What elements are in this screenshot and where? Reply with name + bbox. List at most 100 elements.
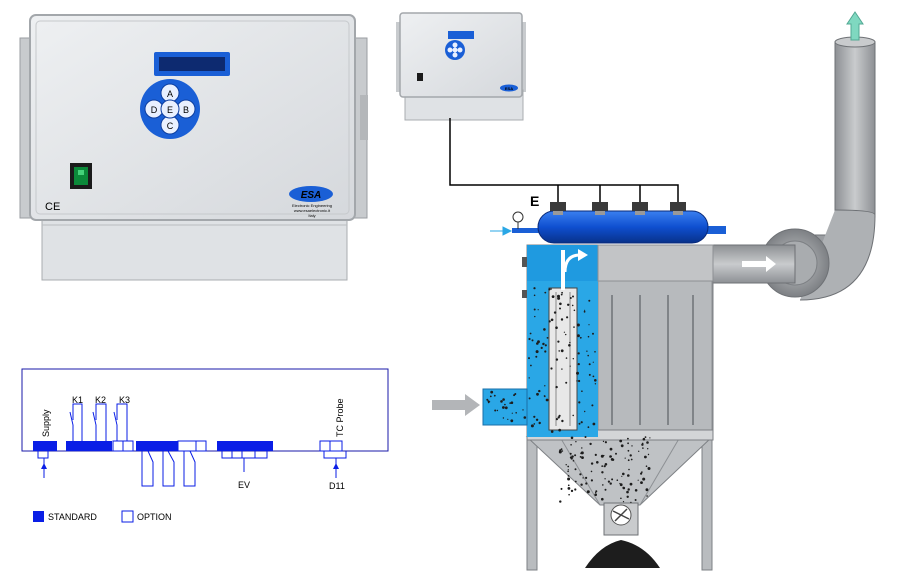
- air-inlet-arrow-icon: [490, 226, 513, 236]
- dust-particle: [561, 291, 563, 294]
- keypad[interactable]: A D E B C: [140, 79, 200, 139]
- dust-particle: [634, 499, 637, 501]
- dust-particle: [579, 456, 582, 458]
- dust-particle: [592, 422, 596, 426]
- dust-particle: [568, 493, 570, 496]
- terminal-ev: [217, 441, 273, 451]
- dust-particle: [544, 344, 547, 347]
- svg-text:ESA: ESA: [505, 86, 513, 91]
- dust-particle: [627, 442, 629, 445]
- dust-particle: [533, 415, 536, 418]
- dust-particle: [522, 409, 524, 411]
- dust-particle: [540, 346, 543, 349]
- dust-particle: [647, 453, 650, 456]
- dust-particle: [545, 398, 549, 402]
- dust-particle: [619, 439, 623, 443]
- dust-particle: [507, 418, 509, 420]
- dust-particle: [515, 412, 517, 414]
- svg-text:Electronic Engineering: Electronic Engineering: [292, 203, 332, 208]
- dust-particle: [581, 456, 584, 459]
- dust-particle: [609, 447, 613, 451]
- dust-particle: [555, 385, 558, 389]
- dust-particle: [502, 417, 505, 419]
- legend-option-label: OPTION: [137, 512, 172, 522]
- dust-particle: [533, 308, 536, 311]
- esa-logo: ESA Electronic Engineering www.esaelectr…: [289, 186, 333, 218]
- dust-particle: [579, 336, 582, 339]
- dust-particle: [573, 326, 575, 328]
- dust-particle: [568, 344, 571, 347]
- dust-particle: [589, 442, 592, 446]
- pressure-gauge-icon: [512, 211, 524, 223]
- filter-bag: [548, 287, 578, 431]
- dust-particle: [559, 500, 562, 503]
- key-d: D: [151, 105, 158, 115]
- dust-particle: [604, 441, 608, 444]
- dust-particle: [567, 487, 571, 490]
- dust-particle: [560, 293, 563, 296]
- dust-particle: [630, 501, 632, 504]
- dust-particle: [563, 331, 566, 333]
- dust-particle: [574, 488, 577, 491]
- dust-particle: [538, 421, 541, 425]
- dust-particle: [594, 351, 596, 353]
- dust-particle: [576, 371, 579, 375]
- dust-particle: [558, 428, 562, 432]
- dust-particle: [620, 497, 622, 500]
- dust-particle: [642, 477, 646, 481]
- dust-particle: [565, 333, 567, 336]
- dust-particle: [629, 482, 633, 486]
- dust-particle: [535, 418, 539, 421]
- dust-particle: [574, 454, 577, 457]
- wiring-diagram: Supply K1 K2 K3 TC Probe EV D11: [21, 368, 389, 491]
- dust-particle: [577, 363, 580, 366]
- dust-particle: [604, 478, 606, 480]
- dust-particle: [580, 483, 583, 486]
- dust-particle: [596, 461, 599, 464]
- dust-particle: [590, 470, 593, 473]
- dust-particle: [571, 455, 574, 458]
- dust-particle: [616, 479, 619, 482]
- dust-particle: [640, 472, 643, 475]
- dust-particle: [528, 397, 531, 400]
- dust-particle: [514, 393, 517, 395]
- dust-particle: [523, 416, 527, 419]
- terminal-k1-k3: [66, 441, 112, 451]
- dust-particle: [594, 379, 597, 382]
- dust-particle: [583, 310, 586, 313]
- dust-particle: [494, 409, 497, 412]
- dust-particle: [504, 403, 506, 406]
- dust-particle: [559, 302, 562, 306]
- dust-particle: [572, 460, 575, 462]
- dust-particle: [504, 406, 508, 410]
- key-a: A: [167, 89, 173, 99]
- terminal-tc: [319, 440, 331, 452]
- dust-particle: [604, 488, 607, 491]
- dust-particle: [629, 454, 632, 457]
- dust-particle: [487, 401, 490, 404]
- dust-particle: [493, 394, 496, 397]
- dust-particle: [646, 495, 648, 497]
- dust-particle: [607, 480, 611, 483]
- dust-particle: [604, 463, 608, 466]
- ev-label: EV: [238, 480, 250, 490]
- dust-particle: [533, 294, 536, 297]
- air-tank: [490, 210, 726, 244]
- dust-particle: [645, 465, 648, 468]
- supply-label: Supply: [41, 409, 51, 437]
- dust-particle: [622, 486, 626, 490]
- power-switch[interactable]: [70, 163, 92, 189]
- dust-particle: [601, 497, 604, 501]
- dust-particle: [637, 479, 639, 481]
- dust-particle: [627, 488, 630, 491]
- dust-particle: [578, 379, 581, 383]
- dust-particle: [538, 389, 541, 393]
- dust-particle: [569, 452, 572, 455]
- dust-particle: [585, 482, 588, 485]
- dust-particle: [560, 488, 563, 490]
- filter-housing: [432, 244, 714, 571]
- dust-particle: [584, 309, 586, 311]
- dust-particle: [528, 377, 530, 379]
- dust-particle: [588, 363, 591, 366]
- dust-particle: [558, 350, 560, 352]
